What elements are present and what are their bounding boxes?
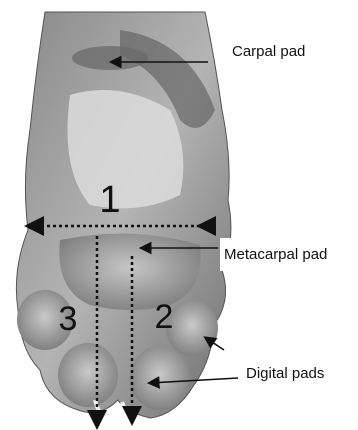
measurement-label-2: 2: [155, 298, 174, 336]
digital-pad-mid-right: [130, 346, 190, 410]
fur-highlight: [68, 90, 184, 208]
digital-pads-label: Digital pads: [244, 364, 326, 383]
measurement-label-1: 1: [99, 179, 120, 221]
leg-shape: [16, 12, 231, 418]
measurement-label-3: 3: [59, 300, 78, 338]
metacarpal-pad-shape: [59, 234, 200, 310]
digital-pad-right: [166, 300, 218, 356]
metacarpal-pad-label: Metacarpal pad: [220, 238, 331, 271]
digital-pad-mid-left: [58, 343, 118, 407]
carpal-pad-shape: [72, 46, 148, 70]
carpal-pad-label: Carpal pad: [230, 42, 307, 61]
paw-illustration: [16, 12, 231, 418]
